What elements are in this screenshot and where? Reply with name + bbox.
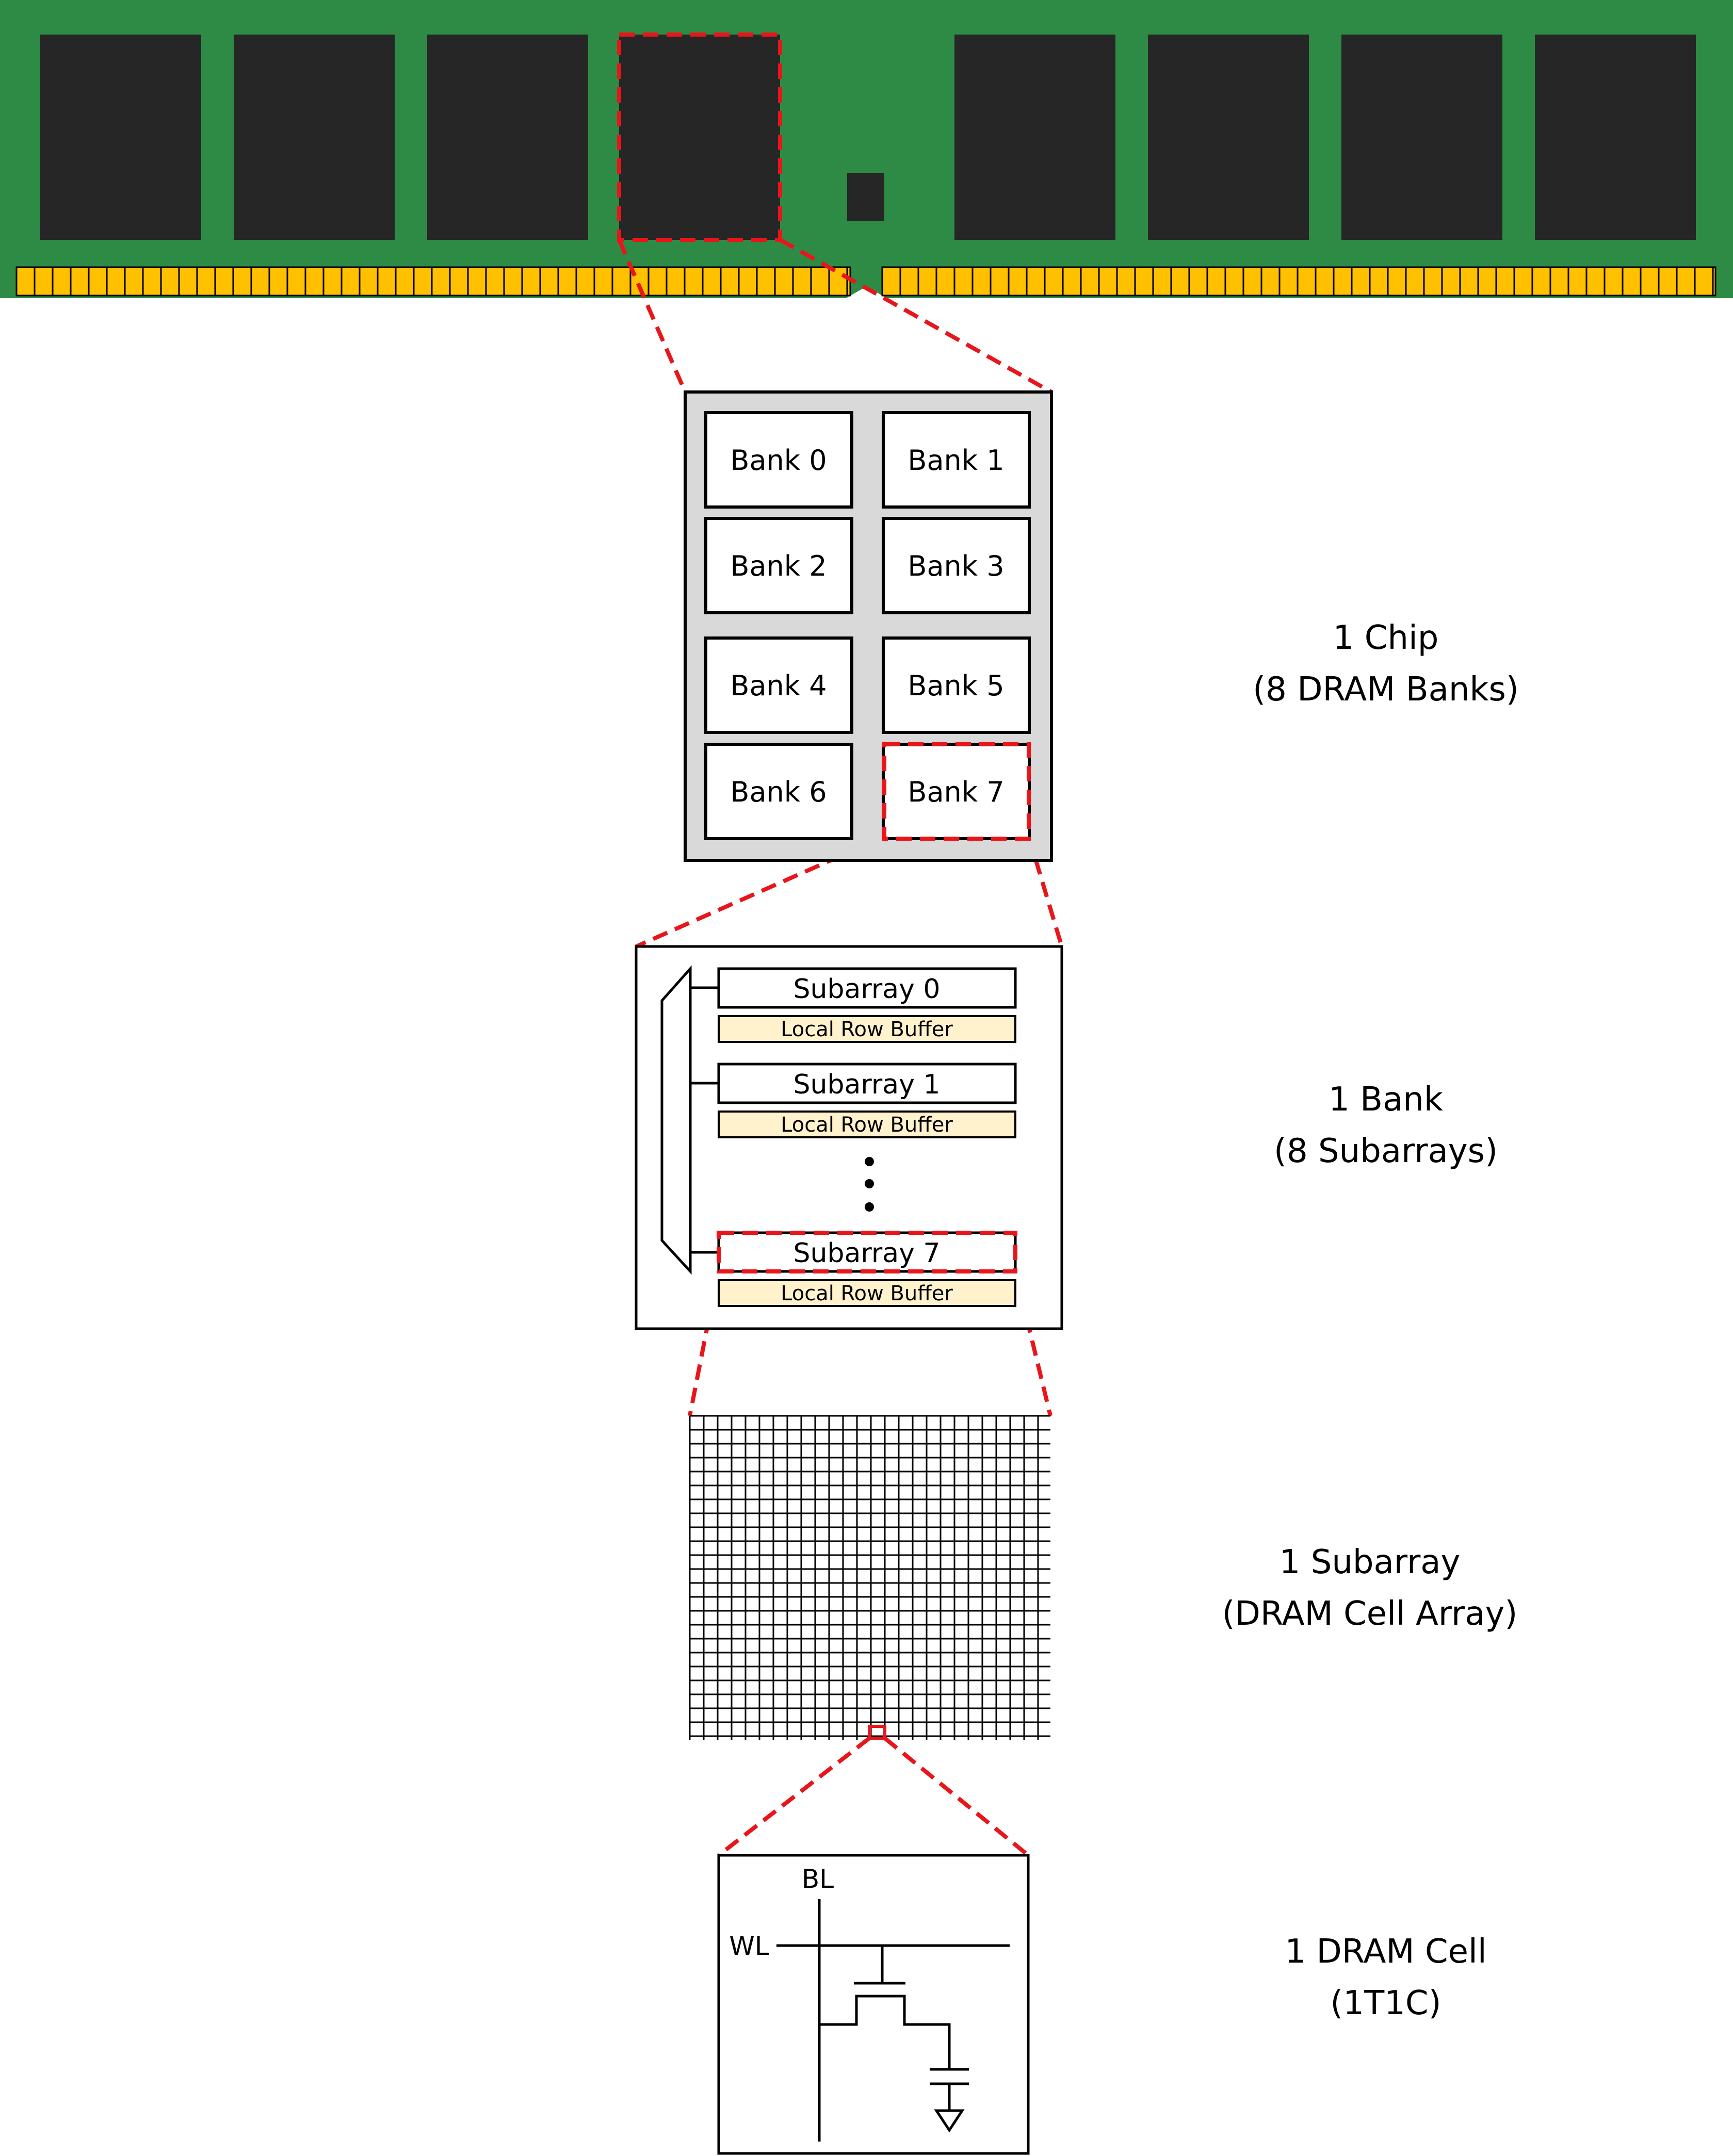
bank-box-7 [882,743,1031,840]
cell-zoom-box [868,1725,886,1740]
wordline-label: WL [729,1931,769,1961]
subarray-7-buffer-label: Local Row Buffer [781,1282,953,1305]
zoom-line-chip-right [779,238,1052,394]
memory-chip-5 [1148,35,1309,240]
subarray-1-box [717,1063,1017,1104]
zoom-line-chip-left [617,239,687,393]
zoom-line-bank-right [1027,836,1064,948]
subarray-block: 1 Subarray (DRAM Cell Array) [689,1415,1518,1740]
bank-global-bus [660,965,692,1275]
subarray-7-buffer [718,1279,1016,1307]
subarray-7-label: Subarray 7 [793,1238,941,1269]
subarray-caption-line2: (DRAM Cell Array) [1222,1595,1518,1633]
cell-outline [717,1854,1030,2155]
bank-label-3: Bank 3 [908,550,1004,582]
ellipsis-dot-1 [865,1157,874,1166]
chip-caption-line1: 1 Chip [1333,619,1439,657]
module-center-chip [847,173,884,221]
chip-banks: Bank 0 Bank 1 Bank 2 Bank 3 Bank 4 Bank 5 Bank… [704,411,1031,840]
zoom-line-bank-left [635,835,885,949]
module-pins [15,266,1716,297]
bank-box-0 [704,411,853,509]
bank-zoom-box [882,742,1031,841]
memory-chip-2 [427,35,588,240]
subarray-0-box [717,967,1017,1009]
zoom-line-cell-right [883,1736,1030,1857]
subarray-1-buffer-label: Local Row Buffer [781,1113,953,1137]
chip-block: Bank 0 Bank 1 Bank 2 Bank 3 Bank 4 Bank 5 Bank… [684,390,1519,862]
memory-chip-6 [1341,35,1502,240]
chip-caption-line2: (8 DRAM Banks) [1253,671,1519,709]
cell-caption-line2: (1T1C) [1330,1984,1441,2022]
memory-chip-4 [954,35,1115,240]
memory-chip-3 [619,35,780,240]
bank-label-0: Bank 0 [730,444,827,477]
bank-label-6: Bank 6 [730,776,827,808]
cell-caption-line1: 1 DRAM Cell [1285,1933,1486,1971]
dram-module [0,0,1733,298]
ground-icon [934,2109,965,2133]
subarray-caption-line1: 1 Subarray [1279,1543,1461,1581]
subarray-0-label: Subarray 0 [793,974,941,1005]
memory-chip-7 [1535,35,1696,240]
zoom-lines [617,238,1064,1857]
pin-strip-0 [15,266,851,297]
subarray-zoom-box [717,1231,1017,1273]
subarray-0-buffer [718,1015,1016,1043]
bank-box-6 [704,743,853,840]
memory-chip-1 [234,35,395,240]
memory-chip-0 [40,35,201,240]
bank-label-2: Bank 2 [730,550,827,582]
bank-label-7: Bank 7 [908,776,1004,808]
bank-label-4: Bank 4 [730,669,827,702]
subarray-1-buffer [718,1110,1016,1138]
transistor-channel [819,1995,951,2068]
bank-label-5: Bank 5 [908,669,1004,702]
cell-array-grid [689,1415,1050,1740]
bank-caption-line2: (8 Subarrays) [1274,1132,1498,1170]
bank-box-5 [882,636,1031,734]
bank-label-1: Bank 1 [908,444,1004,477]
dram-cell-block: BL WL 1 DRAM Cell (1T1C) [717,1854,1487,2155]
zoom-line-cell-left [717,1736,871,1857]
subarray-0-buffer-label: Local Row Buffer [781,1018,953,1041]
bank-box-2 [704,517,853,614]
bank-box-3 [882,517,1031,614]
bitline-label: BL [802,1864,834,1894]
module-chips [40,35,1696,240]
bank-box-4 [704,636,853,734]
pin-strip-1 [881,266,1716,297]
module-zoom-box [617,32,782,242]
bank-caption-line1: 1 Bank [1329,1081,1443,1119]
ellipsis-dot-2 [865,1179,874,1188]
bank-block: Subarray 0 Local Row Buffer Subarray 1 L… [635,945,1498,1330]
bank-box-1 [882,411,1031,509]
subarray-1-label: Subarray 1 [793,1069,941,1100]
cell-schematic [776,1899,1010,2142]
ellipsis-dot-3 [865,1202,874,1212]
